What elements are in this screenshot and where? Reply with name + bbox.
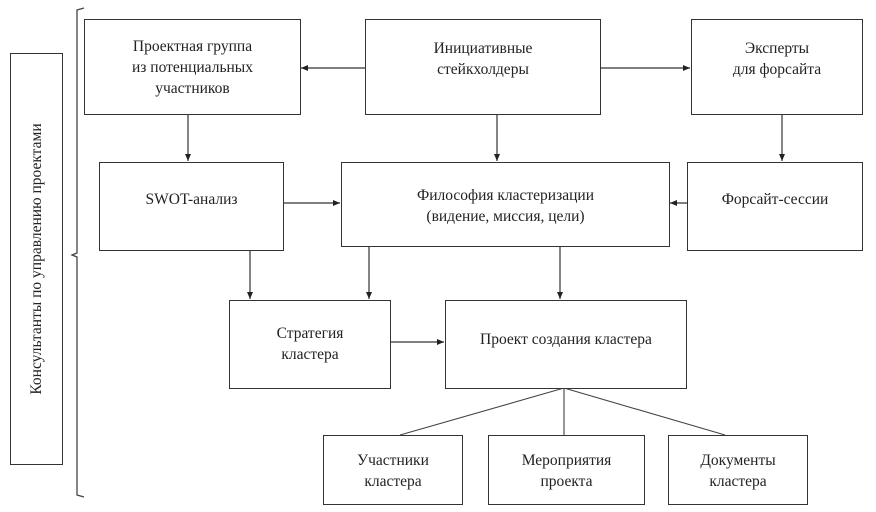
node-text: Философия кластеризации xyxy=(417,187,594,204)
node-text: Документы xyxy=(700,452,776,469)
node-text: Мероприятия xyxy=(521,452,612,469)
node-text: проекта xyxy=(540,473,593,490)
node-project-group: Проектная группа из потенциальных участн… xyxy=(84,19,301,115)
node-stakeholders: Инициативные стейкхолдеры xyxy=(365,19,601,115)
node-text: Проект создания кластера xyxy=(480,331,652,348)
line-cluster-project-to-documents xyxy=(563,387,726,436)
node-text: кластера xyxy=(364,473,422,490)
node-text: Эксперты xyxy=(744,40,810,57)
consultants-side-box: Консультанты по управлению проектами xyxy=(10,53,63,465)
node-swot: SWOT-анализ xyxy=(99,162,284,251)
node-text: из потенциальных xyxy=(132,59,253,76)
node-experts: Эксперты для форсайта xyxy=(691,19,863,115)
node-foresight: Форсайт-сессии xyxy=(687,162,863,251)
line-cluster-project-to-participants xyxy=(399,387,565,436)
node-text: Форсайт-сессии xyxy=(721,191,829,208)
node-documents: Документы кластера xyxy=(668,435,808,505)
node-text: кластера xyxy=(281,346,339,363)
node-text: стейкхолдеры xyxy=(437,61,529,78)
node-cluster-project: Проект создания кластера xyxy=(445,300,687,389)
node-text: кластера xyxy=(709,473,767,490)
node-text: Стратегия xyxy=(276,325,344,342)
node-text: Проектная группа xyxy=(132,38,253,55)
node-strategy: Стратегия кластера xyxy=(229,300,391,389)
node-events: Мероприятия проекта xyxy=(488,435,645,505)
node-participants: Участники кластера xyxy=(323,435,463,505)
node-text: участников xyxy=(155,80,230,97)
node-text: Инициативные xyxy=(433,40,533,57)
consultants-label: Консультанты по управлению проектами xyxy=(27,123,45,395)
node-philosophy: Философия кластеризации (видение, миссия… xyxy=(341,162,670,247)
node-text: для форсайта xyxy=(732,61,822,78)
node-text: Участники xyxy=(357,452,429,469)
bracket xyxy=(70,7,85,498)
node-text: (видение, миссия, цели) xyxy=(426,208,585,225)
node-text: SWOT-анализ xyxy=(145,191,238,208)
